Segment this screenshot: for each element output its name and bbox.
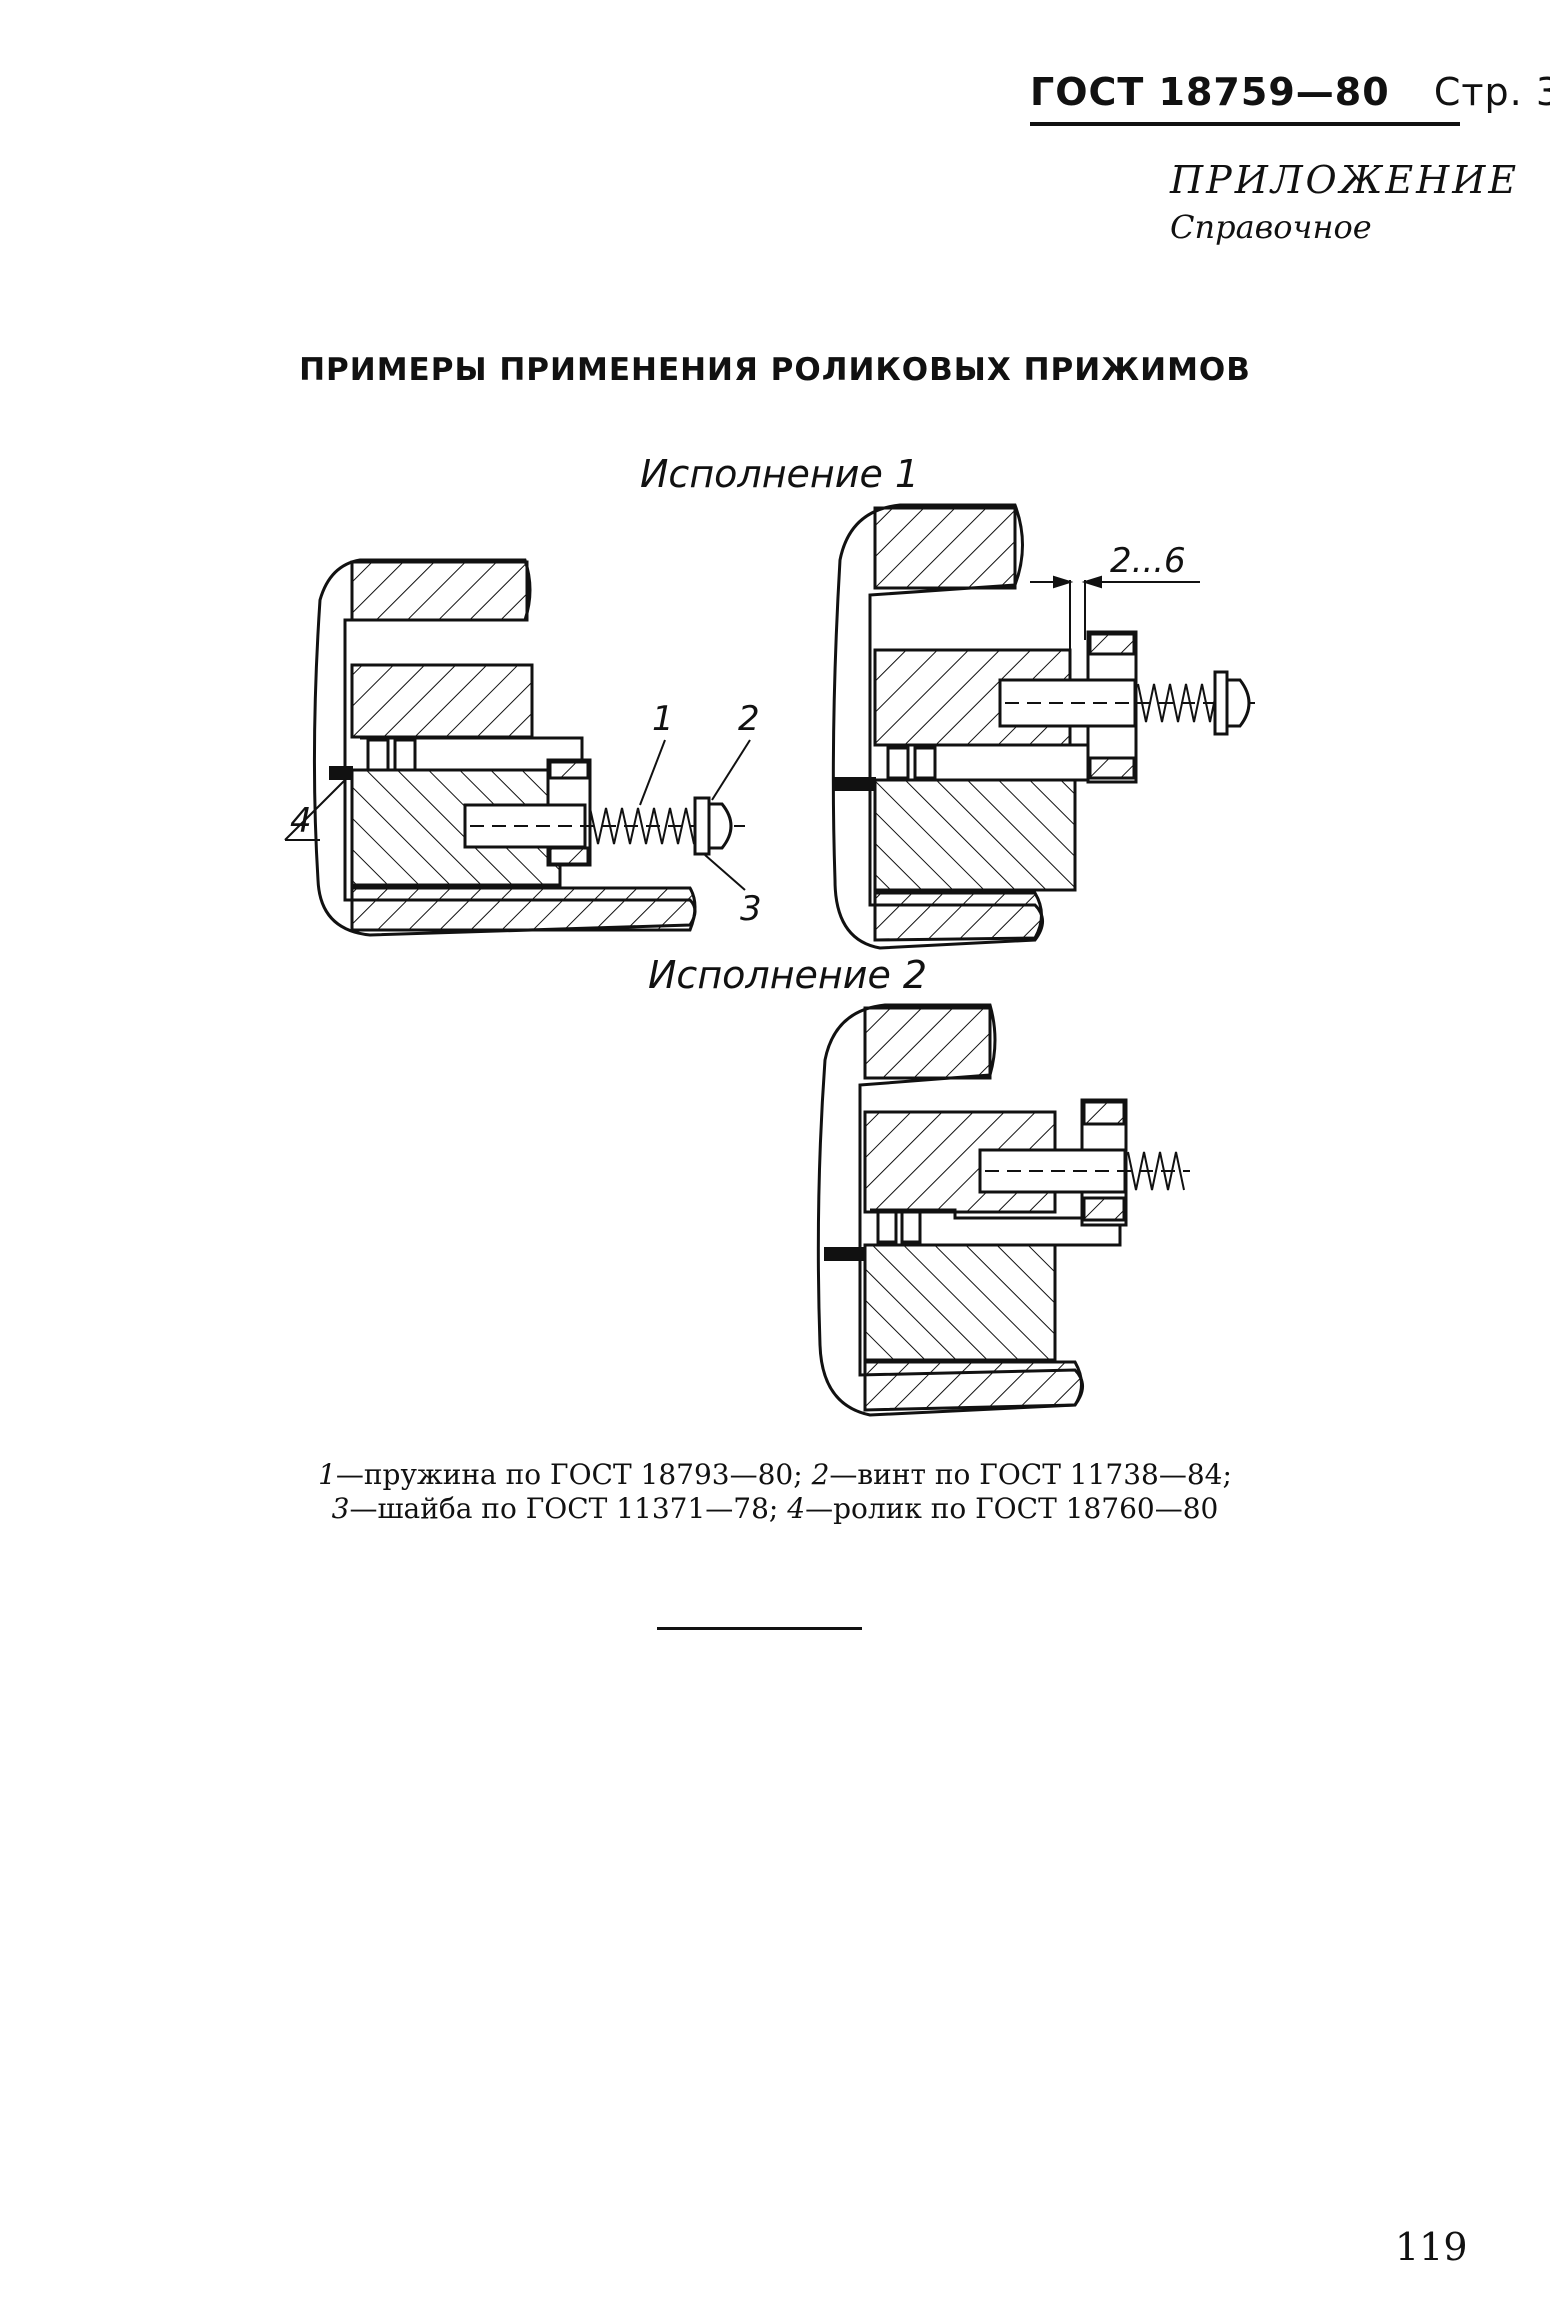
legend-text: —винт по ГОСТ 11738—84;	[829, 1458, 1232, 1491]
drawing-variant-2	[816, 1003, 1190, 1417]
running-header: ГОСТ 18759—80 Стр. 3	[1030, 70, 1550, 114]
appendix-title: ПРИЛОЖЕНИЕ	[1170, 158, 1520, 202]
callout-2: 2	[738, 699, 760, 739]
callout-4: 4	[290, 801, 312, 841]
legend: 1—пружина по ГОСТ 18793—80; 2—винт по ГО…	[0, 1458, 1550, 1526]
legend-num: 4	[787, 1492, 806, 1525]
end-rule	[657, 1627, 862, 1630]
variant-1-label: Исполнение 1	[640, 452, 920, 496]
callout-3: 3	[740, 889, 762, 929]
header-rule	[1030, 122, 1460, 126]
legend-text: —пружина по ГОСТ 18793—80;	[335, 1458, 812, 1491]
standard-number: ГОСТ 18759—80	[1030, 70, 1390, 114]
variant-2-label: Исполнение 2	[648, 953, 928, 997]
drawing-variant-1-right	[831, 503, 1255, 950]
legend-line-2: 3—шайба по ГОСТ 11371—78; 4—ролик по ГОС…	[0, 1492, 1550, 1526]
page-label: Стр. 3	[1433, 70, 1550, 114]
legend-num: 3	[331, 1492, 350, 1525]
legend-text: —шайба по ГОСТ 11371—78;	[349, 1492, 788, 1525]
dimension-label: 2...6	[1110, 541, 1186, 581]
legend-text: —ролик по ГОСТ 18760—80	[805, 1492, 1219, 1525]
appendix-subtitle: Справочное	[1170, 208, 1372, 246]
legend-num: 1	[318, 1458, 336, 1491]
callout-1: 1	[652, 699, 674, 739]
drawing-variant-1-left	[284, 558, 751, 937]
section-title: ПРИМЕРЫ ПРИМЕНЕНИЯ РОЛИКОВЫХ ПРИЖИМОВ	[299, 352, 1251, 388]
page-number: 119	[1395, 2225, 1468, 2269]
legend-line-1: 1—пружина по ГОСТ 18793—80; 2—винт по ГО…	[0, 1458, 1550, 1492]
legend-num: 2	[811, 1458, 830, 1491]
